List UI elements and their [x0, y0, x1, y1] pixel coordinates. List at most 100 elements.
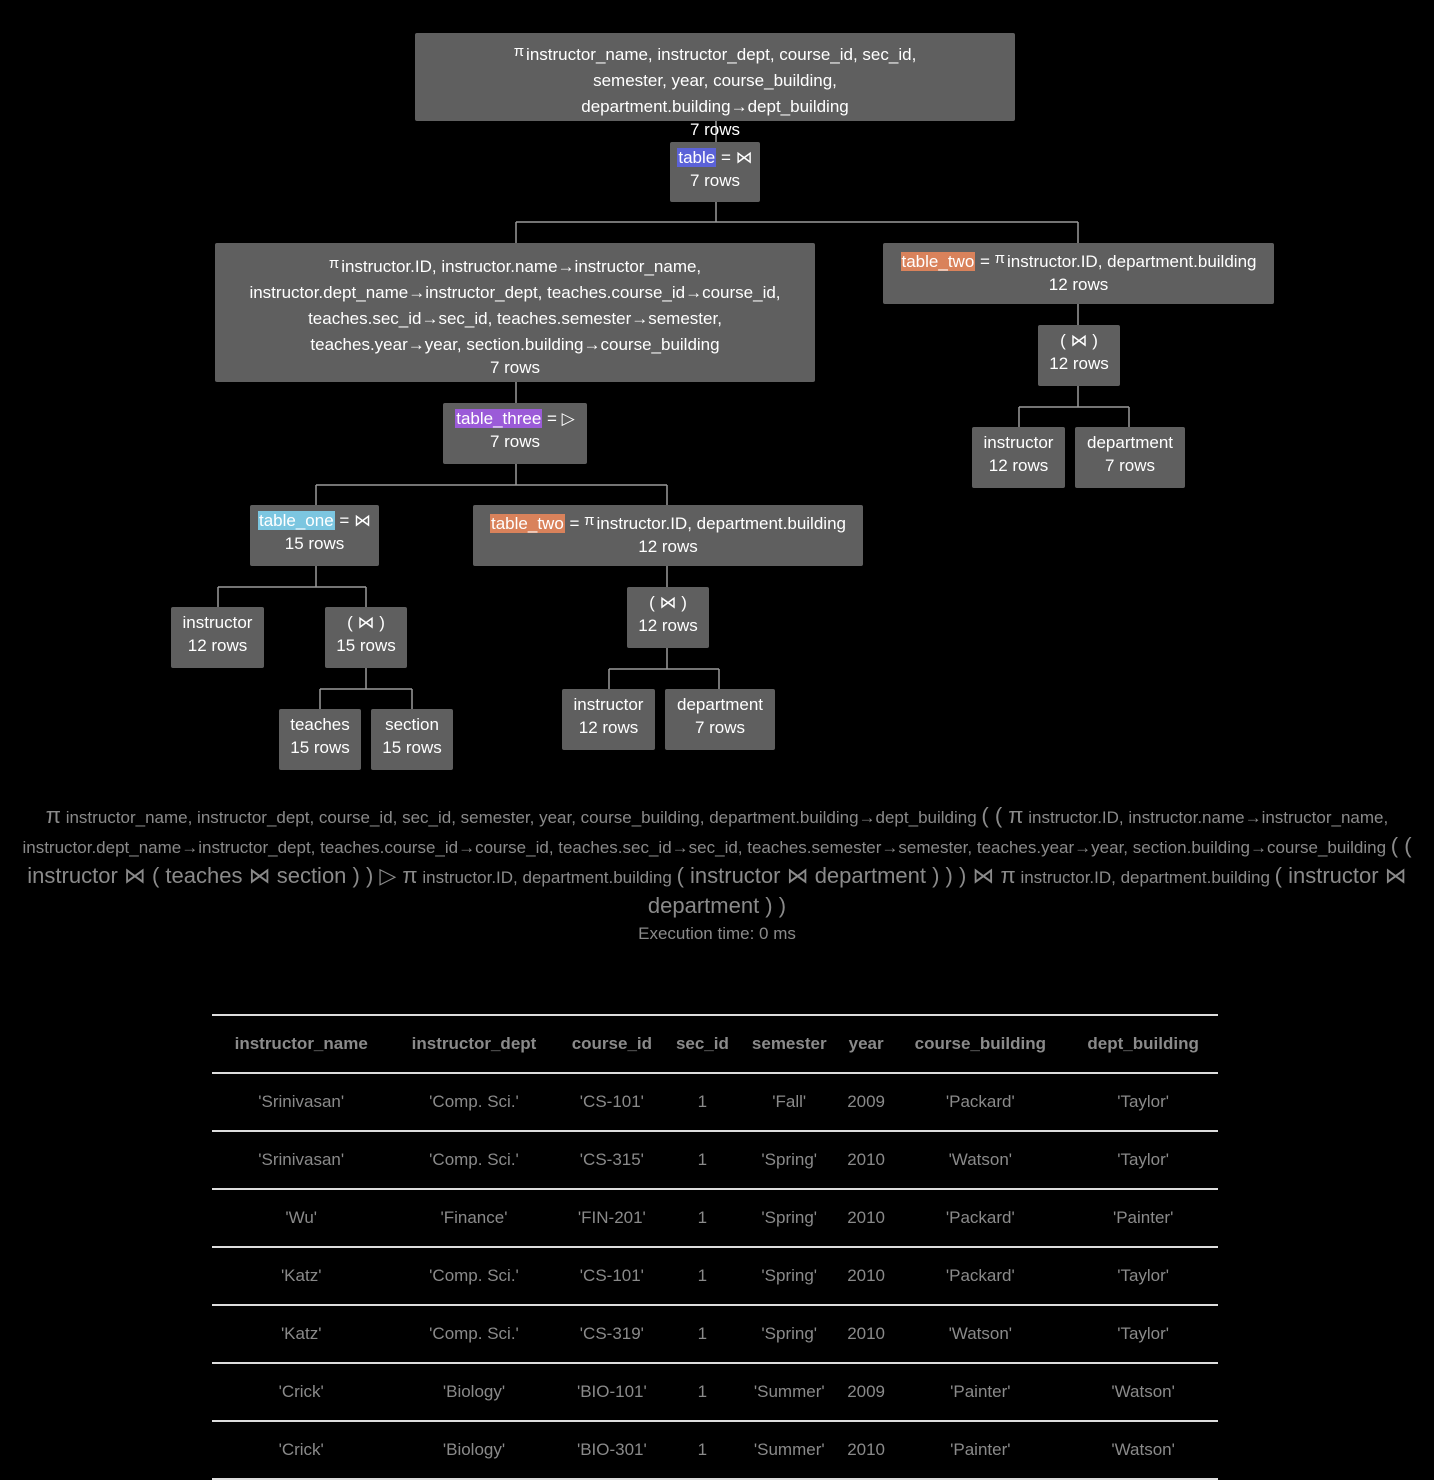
pi-symbol: π — [45, 803, 61, 828]
column-header[interactable]: year — [839, 1014, 893, 1074]
assign-operator: = — [975, 252, 995, 271]
row-count: 12 rows — [578, 718, 639, 737]
table-cell: 'Packard' — [892, 1189, 1069, 1248]
execution-time: Execution time: 0 ms — [638, 924, 796, 943]
tree-node-table-one-join[interactable]: table_one = ⋈ 15 rows — [250, 505, 379, 566]
middle-projection-columns: instructor.ID, department.building — [596, 514, 846, 533]
column-header[interactable]: instructor_dept — [390, 1014, 558, 1074]
tree-node-instructor-left[interactable]: instructor 12 rows — [171, 607, 264, 668]
row-count: 12 rows — [1048, 275, 1109, 294]
row-count: 7 rows — [489, 358, 541, 377]
column-header[interactable]: instructor_name — [212, 1014, 391, 1074]
tree-node-teaches[interactable]: teaches 15 rows — [279, 709, 361, 770]
tree-node-department-middle[interactable]: department 7 rows — [665, 689, 775, 750]
tree-node-table-three-antijoin[interactable]: table_three = ▷ 7 rows — [443, 403, 587, 464]
tree-node-section[interactable]: section 15 rows — [371, 709, 453, 770]
table-cell: 'CS-101' — [557, 1073, 667, 1132]
table-cell: 'Wu' — [212, 1189, 391, 1248]
table-cell: 'BIO-101' — [557, 1363, 667, 1422]
tree-node-teaches-section-join[interactable]: ( ⋈ ) 15 rows — [325, 607, 407, 668]
row-count: 12 rows — [638, 537, 698, 556]
expression-antijoin-part: ( ( instructor ⋈ ( teaches ⋈ section ) )… — [27, 833, 1412, 888]
tree-node-instructor-middle[interactable]: instructor 12 rows — [562, 689, 655, 750]
expression-outer-projection: instructor_name, instructor_dept, course… — [65, 808, 977, 827]
expression-open: ( ( π — [981, 803, 1024, 828]
table-cell: 'Painter' — [892, 1363, 1069, 1422]
table-row: 'Crick''Biology''BIO-101'1'Summer'2009'P… — [212, 1363, 1218, 1422]
table-cell: 'Packard' — [892, 1247, 1069, 1306]
table-cell: 2010 — [839, 1247, 893, 1306]
column-header[interactable]: sec_id — [666, 1014, 739, 1074]
tree-node-right-join[interactable]: ( ⋈ ) 12 rows — [1038, 325, 1120, 386]
table-cell: 'Summer' — [738, 1363, 840, 1422]
table-cell: 'Biology' — [390, 1363, 558, 1422]
column-header[interactable]: dept_building — [1068, 1014, 1218, 1074]
row-count: 12 rows — [187, 636, 248, 655]
tree-edges — [217, 121, 1130, 709]
table-cell: 2010 — [839, 1305, 893, 1364]
table-cell: 1 — [666, 1073, 739, 1132]
row-count: 12 rows — [988, 456, 1049, 475]
table-cell: 'CS-315' — [557, 1131, 667, 1190]
table-row: 'Wu''Finance''FIN-201'1'Spring'2010'Pack… — [212, 1189, 1218, 1248]
column-header[interactable]: semester — [738, 1014, 840, 1074]
tree-node-middle-join[interactable]: ( ⋈ ) 12 rows — [627, 587, 709, 648]
table-cell: 'Summer' — [738, 1421, 840, 1480]
row-count: 12 rows — [1049, 354, 1109, 373]
table-alias-highlight: table_two — [900, 252, 976, 271]
table-cell: 1 — [666, 1363, 739, 1422]
join-label: table_one = ⋈ — [256, 508, 373, 534]
table-cell: 'Watson' — [1068, 1363, 1218, 1422]
relation-name: instructor — [573, 695, 644, 714]
table-cell: 'Taylor' — [1068, 1247, 1218, 1306]
table-cell: 'CS-319' — [557, 1305, 667, 1364]
table-row: 'Srinivasan''Comp. Sci.''CS-101'1'Fall'2… — [212, 1073, 1218, 1132]
expression-tail: ( instructor ⋈ department ) ) — [647, 863, 1407, 918]
row-count: 12 rows — [638, 616, 698, 635]
column-header[interactable]: course_id — [557, 1014, 667, 1074]
table-cell: 'BIO-301' — [557, 1421, 667, 1480]
assign-operator: = — [564, 514, 585, 533]
join-operator: = ⋈ — [716, 148, 753, 167]
table-cell: 2009 — [839, 1363, 893, 1422]
table-cell: 'Comp. Sci.' — [390, 1131, 558, 1190]
table-cell: 'Spring' — [738, 1189, 840, 1248]
table-cell: 'Taylor' — [1068, 1305, 1218, 1364]
relation-name: department — [677, 695, 763, 714]
tree-node-department-right[interactable]: department 7 rows — [1075, 427, 1185, 488]
table-cell: 1 — [666, 1421, 739, 1480]
table-cell: 2010 — [839, 1421, 893, 1480]
row-count: 15 rows — [336, 636, 396, 655]
relation-name: instructor — [182, 613, 253, 632]
table-cell: 'Comp. Sci.' — [390, 1247, 558, 1306]
table-cell: 'CS-101' — [557, 1247, 667, 1306]
table-cell: 'Biology' — [390, 1421, 558, 1480]
column-header[interactable]: course_building — [892, 1014, 1069, 1074]
row-count: 7 rows — [689, 171, 741, 190]
table-cell: 'Spring' — [738, 1247, 840, 1306]
table-alias-highlight: table — [677, 148, 717, 167]
tree-node-table-join[interactable]: table = ⋈ 7 rows — [670, 142, 760, 202]
relation-name: teaches — [290, 715, 350, 734]
row-count: 7 rows — [489, 432, 541, 451]
table-cell: 'Srinivasan' — [212, 1131, 391, 1190]
antijoin-label: table_three = ▷ — [449, 406, 581, 432]
table-cell: 'Crick' — [212, 1363, 391, 1422]
table-cell: 'Comp. Sci.' — [390, 1073, 558, 1132]
table-cell: 'Packard' — [892, 1073, 1069, 1132]
row-count: 15 rows — [382, 738, 442, 757]
table-alias-highlight: table_three — [455, 409, 543, 428]
table-cell: 'Finance' — [390, 1189, 558, 1248]
join-label: table = ⋈ — [676, 145, 754, 171]
table-row: 'Srinivasan''Comp. Sci.''CS-315'1'Spring… — [212, 1131, 1218, 1190]
pi-symbol: π — [513, 43, 525, 60]
tree-node-instructor-right[interactable]: instructor 12 rows — [972, 427, 1065, 488]
